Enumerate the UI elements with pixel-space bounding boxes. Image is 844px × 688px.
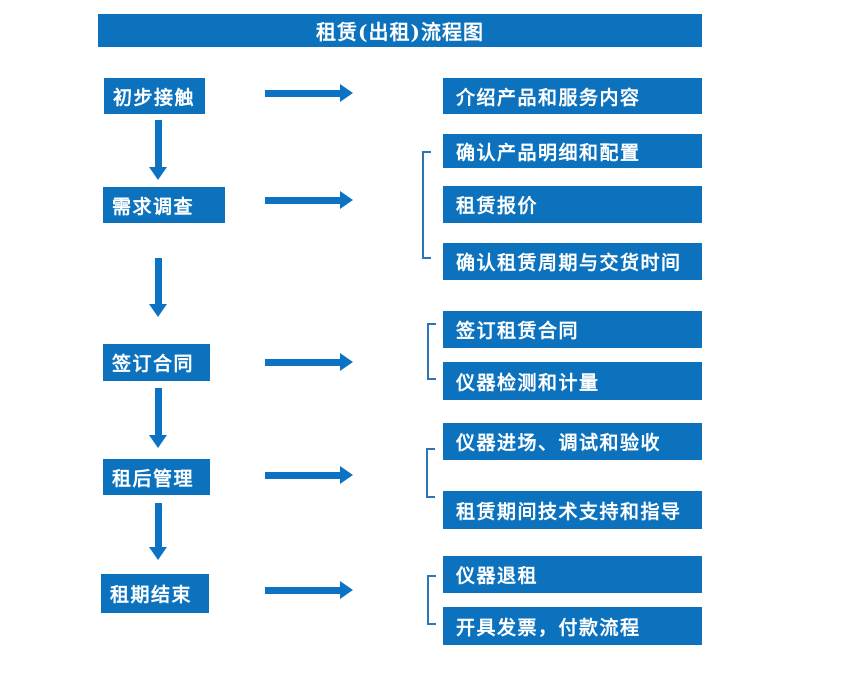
detail-box-invoice-payment: 开具发票，付款流程 xyxy=(443,607,702,645)
group-bracket xyxy=(426,448,435,498)
arrow-head xyxy=(340,466,353,484)
arrow-stem xyxy=(265,196,340,204)
arrow-stem xyxy=(154,258,162,304)
right-arrow-icon xyxy=(265,349,353,375)
flowchart-title: 租赁(出租)流程图 xyxy=(98,14,702,47)
arrow-head xyxy=(149,167,167,180)
step-box-demand-survey: 需求调查 xyxy=(103,187,225,223)
right-arrow-icon xyxy=(265,462,353,488)
group-bracket xyxy=(422,151,431,259)
detail-box-introduce-products-services: 介绍产品和服务内容 xyxy=(443,78,702,114)
detail-box-instrument-return: 仪器退租 xyxy=(443,556,702,593)
detail-box-instrument-testing-metering: 仪器检测和计量 xyxy=(443,362,702,400)
detail-box-instrument-setup-acceptance: 仪器进场、调试和验收 xyxy=(443,423,702,460)
arrow-stem xyxy=(265,89,340,97)
arrow-stem xyxy=(154,120,162,167)
down-arrow-icon xyxy=(145,120,171,180)
step-box-post-rental-management: 租后管理 xyxy=(103,459,210,495)
arrow-stem xyxy=(154,388,162,435)
arrow-stem xyxy=(154,503,162,547)
arrow-head xyxy=(149,435,167,448)
arrow-head xyxy=(149,547,167,560)
arrow-head xyxy=(340,84,353,102)
detail-box-rental-quotation: 租赁报价 xyxy=(443,186,702,223)
detail-box-confirm-product-details: 确认产品明细和配置 xyxy=(443,134,702,168)
detail-box-technical-support: 租赁期间技术支持和指导 xyxy=(443,491,702,529)
right-arrow-icon xyxy=(265,577,353,603)
step-box-rental-end: 租期结束 xyxy=(101,574,209,613)
arrow-head xyxy=(340,581,353,599)
right-arrow-icon xyxy=(265,187,353,213)
arrow-stem xyxy=(265,358,340,366)
step-box-initial-contact: 初步接触 xyxy=(104,78,205,114)
arrow-head xyxy=(149,304,167,317)
arrow-stem xyxy=(265,471,340,479)
group-bracket xyxy=(427,323,436,380)
arrow-head xyxy=(340,353,353,371)
down-arrow-icon xyxy=(145,388,171,448)
down-arrow-icon xyxy=(145,503,171,560)
right-arrow-icon xyxy=(265,80,353,106)
step-box-sign-contract: 签订合同 xyxy=(103,344,210,381)
arrow-stem xyxy=(265,586,340,594)
down-arrow-icon xyxy=(145,258,171,317)
detail-box-confirm-rental-period-delivery: 确认租赁周期与交货时间 xyxy=(443,243,702,280)
detail-box-sign-rental-contract: 签订租赁合同 xyxy=(443,311,702,348)
group-bracket xyxy=(427,575,436,625)
arrow-head xyxy=(340,191,353,209)
